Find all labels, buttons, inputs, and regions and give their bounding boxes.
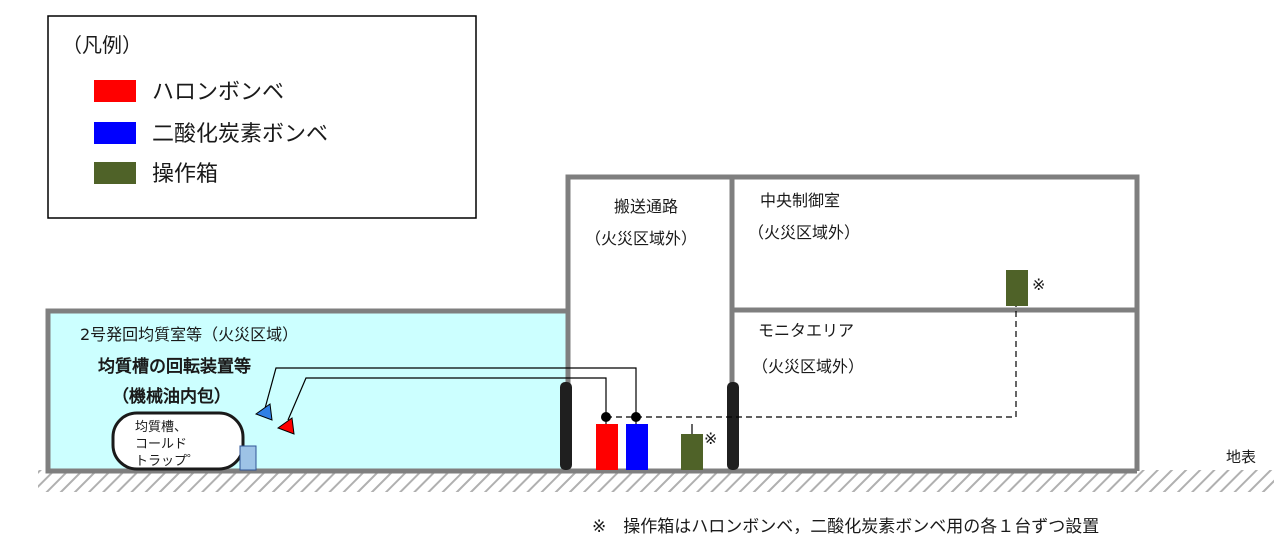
legend: （凡例） ハロンボンベ 二酸化炭素ボンベ 操作箱 [47,15,477,219]
control-room-box-asterisk: ※ [1032,275,1045,294]
fire-door-right [727,382,739,470]
halon-nozzle [276,417,295,435]
floor-control-box [681,434,703,470]
legend-frame [47,15,477,219]
corridor-label-2: （火災区域外） [585,229,697,248]
legend-swatch-halon [94,80,136,102]
ground-hatch [38,470,1274,492]
tank-callout-line-3: トラップ゜ [135,454,200,469]
pipe-halon [287,377,607,421]
control-room-label-2: （火災区域外） [748,223,860,242]
legend-swatch-control-box [94,162,136,184]
trap-unit [239,445,257,471]
legend-swatch-co2 [94,122,136,144]
legend-title: （凡例） [62,33,142,57]
monitor-area-label-2: （火災区域外） [752,357,864,376]
junction-co2 [631,412,641,422]
ground-label: 地表 [1226,448,1256,466]
control-room-label-1: 中央制御室 [760,191,840,210]
building-outline [565,174,1140,474]
corridor-label-1: 搬送通路 [614,197,678,216]
tank-callout-line-1: 均質槽、 [135,420,187,435]
co2-nozzle [254,403,273,421]
fire-door-left [560,382,572,470]
tank-callout [111,411,245,471]
co2-cylinder [626,424,648,470]
pipe-co2 [263,367,637,418]
fire-area-label: 2号発回均質室等（火災区域） [80,325,298,344]
equipment-title-2: （機械油内包） [112,386,231,407]
legend-label-co2: 二酸化炭素ボンベ [152,122,328,147]
monitor-area-label-1: モニタエリア [758,321,854,340]
control-room-box [1006,270,1028,306]
halon-cylinder [596,424,618,470]
tank-callout-line-2: コールド [135,437,187,452]
signal-lines [606,306,1017,418]
floor-box-asterisk: ※ [704,429,717,448]
equipment-title-1: 均質槽の回転装置等 [98,356,251,377]
junction-halon [601,412,611,422]
footnote: ※ 操作箱はハロンボンベ，二酸化炭素ボンベ用の各１台ずつ設置 [592,517,1099,537]
legend-label-control-box: 操作箱 [152,162,218,187]
legend-label-halon: ハロンボンベ [152,80,284,105]
